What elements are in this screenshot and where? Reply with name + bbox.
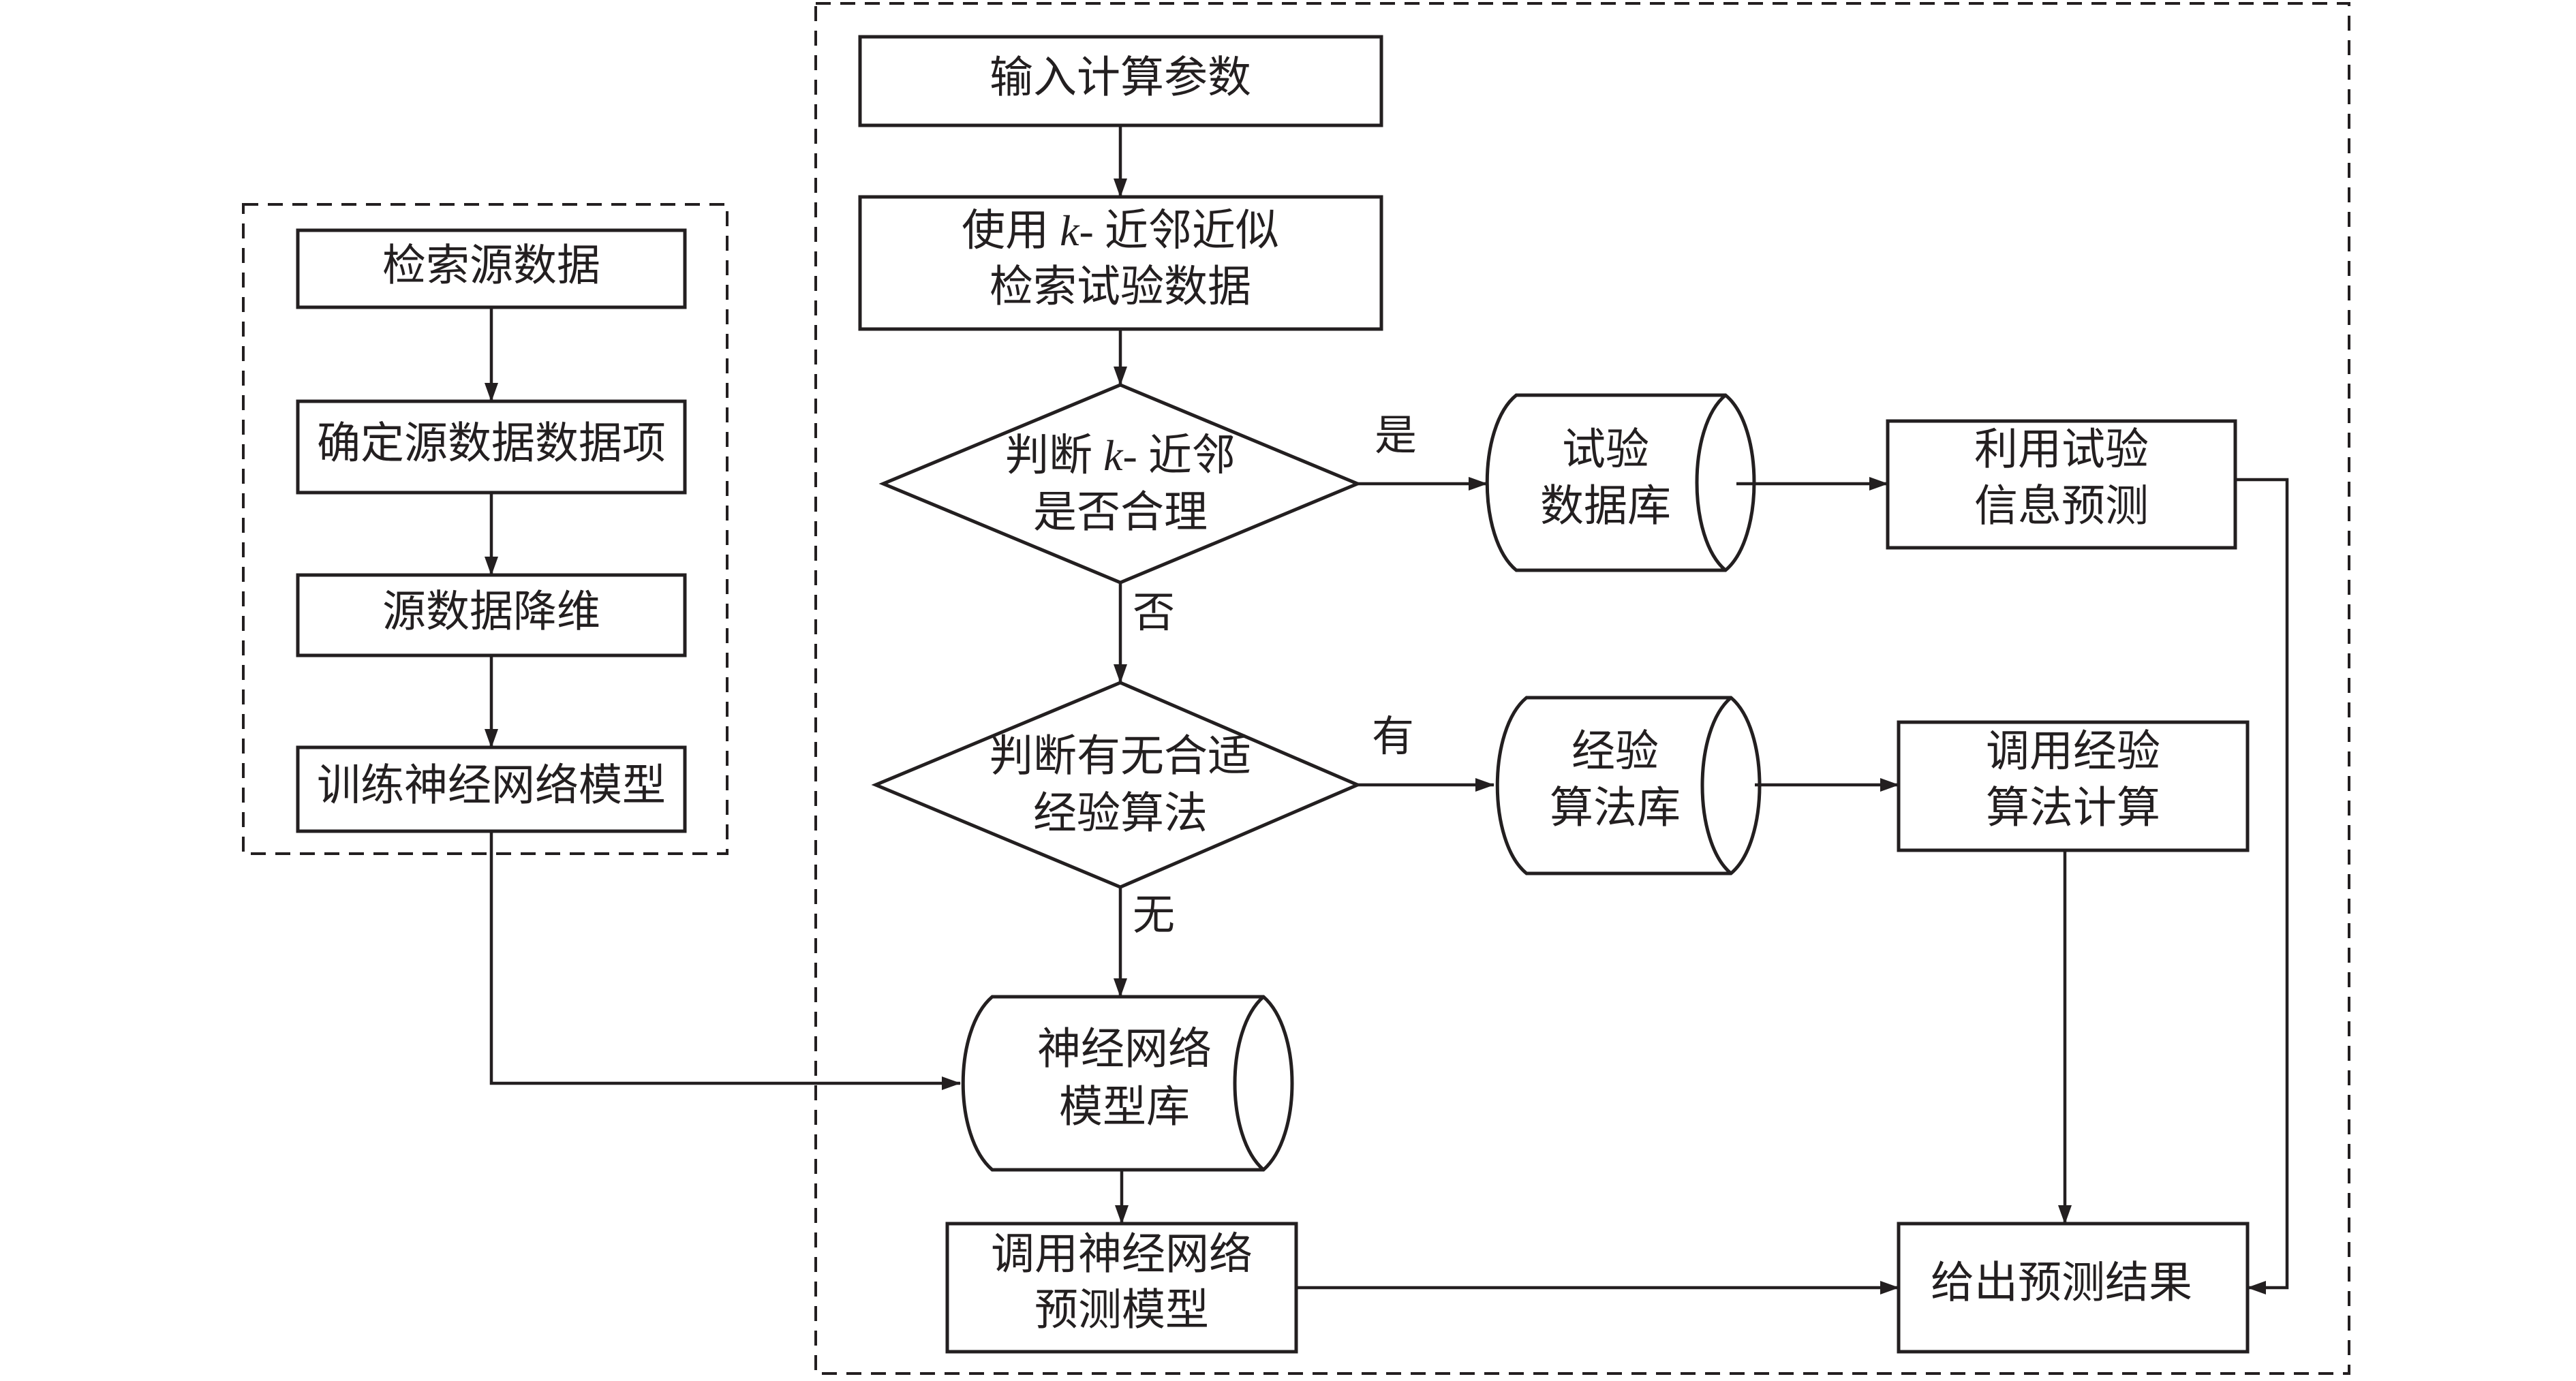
call-nn-line2: 预测模型 [1034, 1286, 1209, 1335]
judge-algo-line2: 经验算法 [1033, 790, 1208, 838]
use-test-info-box: 利用试验 信息预测 [1886, 419, 2237, 550]
judge-knn-line2: 是否合理 [1033, 488, 1208, 537]
algorithm-library-cylinder: 经验 算法库 [1495, 696, 1762, 875]
judge-knn-line1: 判断 k- 近邻 [1005, 431, 1236, 480]
test-database-cylinder: 试验 数据库 [1485, 393, 1756, 572]
nn-db-line1: 神经网络 [1037, 1025, 1212, 1074]
edge-label-no: 否 [1133, 590, 1175, 636]
reduce-dimension-box: 源数据降维 [296, 573, 687, 657]
judge-algo-diamond: 判断有无合适 经验算法 [871, 681, 1362, 889]
knn-search-line1: 使用 k- 近邻近似 [962, 206, 1279, 255]
use-test-info-line1: 利用试验 [1974, 426, 2149, 474]
reduce-dimension-label: 源数据降维 [382, 588, 600, 636]
use-algo-box: 调用经验 算法计算 [1897, 720, 2250, 852]
input-params-label: 输入计算参数 [990, 54, 1251, 102]
edge-label-yes: 是 [1375, 413, 1417, 459]
train-nn-label: 训练神经网络模型 [317, 762, 666, 810]
judge-knn-diamond: 判断 k- 近邻 是否合理 [878, 383, 1362, 585]
search-source-label: 检索源数据 [382, 242, 600, 290]
knn-search-box: 使用 k- 近邻近似 检索试验数据 [858, 195, 1383, 331]
train-nn-box: 训练神经网络模型 [296, 745, 687, 833]
input-params-box: 输入计算参数 [858, 35, 1383, 127]
edge-label-none: 无 [1133, 893, 1175, 939]
nn-db-line2: 模型库 [1059, 1083, 1190, 1132]
test-db-line2: 数据库 [1540, 482, 1671, 531]
arrow-train-to-nn-library [489, 831, 961, 1090]
output-box: 给出预测结果 [1897, 1222, 2250, 1354]
test-db-line1: 试验 [1562, 426, 1649, 474]
search-source-box: 检索源数据 [296, 228, 687, 309]
algo-db-line2: 算法库 [1550, 784, 1681, 833]
knn-search-line2: 检索试验数据 [990, 263, 1251, 311]
main-dashed-group [814, 2, 2350, 1375]
output-label: 给出预测结果 [1931, 1259, 2192, 1307]
use-algo-line1: 调用经验 [1986, 728, 2160, 776]
call-nn-box: 调用神经网络 预测模型 [945, 1222, 1298, 1354]
use-algo-line2: 算法计算 [1986, 784, 2160, 833]
edge-label-have: 有 [1372, 714, 1414, 760]
call-nn-line1: 调用神经网络 [991, 1230, 1253, 1279]
judge-algo-line1: 判断有无合适 [990, 732, 1251, 781]
nn-model-library-cylinder: 神经网络 模型库 [961, 995, 1294, 1172]
left-dashed-group [242, 203, 729, 855]
use-test-info-line2: 信息预测 [1974, 482, 2149, 531]
determine-items-box: 确定源数据数据项 [296, 399, 687, 495]
determine-items-label: 确定源数据数据项 [317, 420, 666, 468]
arrow-test-info-to-output [2235, 478, 2289, 1294]
algo-db-line1: 经验 [1571, 728, 1659, 776]
